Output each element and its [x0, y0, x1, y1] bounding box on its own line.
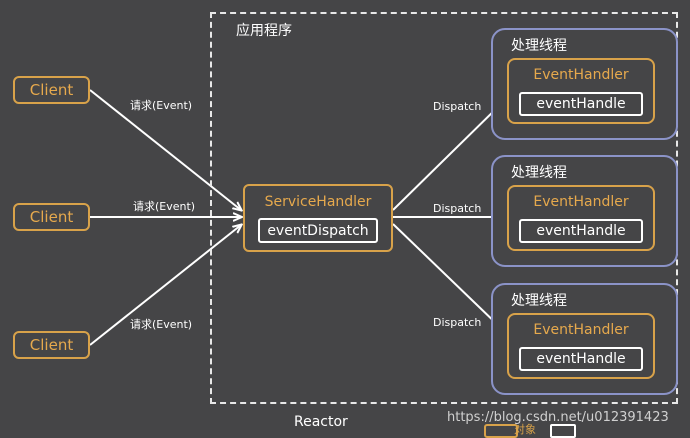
dispatch-edge-label: Dispatch — [433, 202, 482, 215]
client-node: Client — [13, 331, 90, 359]
legend-method-swatch — [550, 424, 576, 438]
client-node: Client — [13, 203, 90, 231]
application-frame-title: 应用程序 — [236, 23, 292, 39]
event-handler-title: EventHandler — [533, 322, 629, 338]
worker-thread-title: 处理线程 — [511, 293, 567, 309]
worker-thread: 处理线程 EventHandler eventHandle — [491, 155, 678, 267]
legend-object-swatch — [484, 424, 518, 438]
request-edge-label: 请求(Event) — [133, 200, 196, 213]
event-handler-node: EventHandler eventHandle — [507, 313, 655, 379]
event-handler-title: EventHandler — [533, 194, 629, 210]
event-handler-title: EventHandler — [533, 67, 629, 83]
worker-thread-title: 处理线程 — [511, 165, 567, 181]
worker-thread: 处理线程 EventHandler eventHandle — [491, 283, 678, 395]
reactor-label: Reactor — [294, 414, 348, 430]
event-handler-node: EventHandler eventHandle — [507, 185, 655, 251]
legend-object-label: 对象 — [514, 423, 536, 436]
event-dispatch-method: eventDispatch — [258, 218, 378, 243]
dispatch-edge-label: Dispatch — [433, 100, 482, 113]
request-edge-label: 请求(Event) — [130, 318, 193, 331]
dispatch-edge-label: Dispatch — [433, 316, 482, 329]
event-handle-method: eventHandle — [519, 219, 643, 243]
worker-thread-title: 处理线程 — [511, 38, 567, 54]
client-1-arrow — [89, 89, 241, 210]
client-3-arrow — [89, 225, 241, 346]
worker-thread: 处理线程 EventHandler eventHandle — [491, 28, 678, 140]
request-edge-label: 请求(Event) — [130, 99, 193, 112]
event-handle-method: eventHandle — [519, 347, 643, 371]
event-handle-method: eventHandle — [519, 92, 643, 116]
dispatch-1-arrow — [392, 102, 503, 211]
service-handler-node: ServiceHandler eventDispatch — [243, 184, 393, 252]
watermark-text: https://blog.csdn.net/u012391423 — [447, 410, 669, 425]
dispatch-3-arrow — [392, 223, 503, 330]
client-node: Client — [13, 76, 90, 104]
service-handler-title: ServiceHandler — [264, 194, 372, 210]
event-handler-node: EventHandler eventHandle — [507, 58, 655, 124]
